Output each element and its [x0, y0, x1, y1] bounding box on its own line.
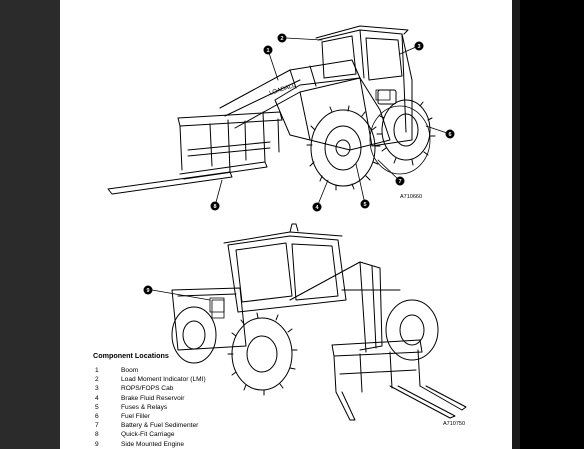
legend-num: 3 [95, 385, 99, 393]
legend-num: 7 [95, 422, 99, 430]
legend-item: 8 Quick-Fit Carriage [95, 430, 206, 439]
legend-label: Side Mounted Engine [121, 440, 185, 448]
callout-1: 1 [263, 45, 273, 55]
callout-2-label: 2 [280, 36, 283, 42]
legend-label: Battery & Fuel Sedimenter [121, 422, 199, 430]
callout-7: 7 [395, 176, 405, 186]
legend-item: 9 Side Mounted Engine [95, 440, 206, 449]
legend-num: 4 [95, 394, 99, 402]
legend-label: ROPS/FOPS Cab [121, 385, 174, 393]
legend-list: 1 Boom 2 Load Moment Indicator (LMI) 3 ROPS… [95, 366, 206, 449]
telehandler-illustrations: LOADALL [107, 25, 467, 421]
legend-num: 2 [95, 376, 99, 384]
callout-5-label: 5 [363, 202, 366, 208]
callout-9: 9 [143, 285, 153, 295]
legend-num: 6 [95, 413, 99, 421]
callout-5: 5 [360, 199, 370, 209]
top-telehandler-drawing: LOADALL [107, 25, 436, 195]
legend-item: 7 Battery & Fuel Sedimenter [95, 421, 206, 430]
callout-markers [151, 37, 448, 301]
legend-num: 8 [95, 431, 99, 439]
viewer-left-margin [0, 0, 60, 449]
callout-4: 4 [312, 202, 322, 212]
legend-item: 3 ROPS/FOPS Cab [95, 384, 206, 393]
callout-3-label: 3 [417, 44, 420, 50]
legend-label: Boom [121, 367, 139, 375]
legend-num: 5 [95, 403, 99, 411]
legend-label: Quick-Fit Carriage [121, 431, 175, 439]
callout-4-label: 4 [315, 205, 319, 211]
legend-label: Fuel Filler [121, 413, 150, 421]
legend-item: 2 Load Moment Indicator (LMI) [95, 375, 206, 384]
figure-code-bottom: A710750 [443, 421, 466, 427]
legend-label: Fuses & Relays [121, 403, 168, 411]
callout-6-label: 6 [448, 132, 451, 138]
figure-code-top: A710660 [400, 194, 423, 200]
callout-3: 3 [414, 41, 424, 51]
callout-8: 8 [210, 201, 220, 211]
legend-label: Load Moment Indicator (LMI) [121, 376, 206, 384]
callout-8-label: 8 [213, 204, 216, 210]
legend-label: Brake Fluid Reservoir [121, 394, 185, 402]
legend-item: 4 Brake Fluid Reservoir [95, 394, 206, 403]
legend-item: 1 Boom [95, 366, 206, 375]
legend-title: Component Locations [93, 351, 169, 360]
legend-num: 9 [95, 440, 99, 448]
legend-item: 5 Fuses & Relays [95, 403, 206, 412]
manual-page: LOADALL [60, 0, 512, 449]
legend-item: 6 Fuel Filler [95, 412, 206, 421]
callout-9-label: 9 [146, 288, 149, 294]
bottom-telehandler-drawing [171, 223, 467, 421]
page-edge-shadow [512, 0, 520, 449]
callout-1-label: 1 [266, 48, 269, 54]
legend-num: 1 [95, 367, 99, 375]
callout-2: 2 [277, 33, 287, 43]
callout-7-label: 7 [398, 179, 401, 185]
callout-6: 6 [445, 129, 455, 139]
viewer-right-margin [520, 0, 584, 449]
